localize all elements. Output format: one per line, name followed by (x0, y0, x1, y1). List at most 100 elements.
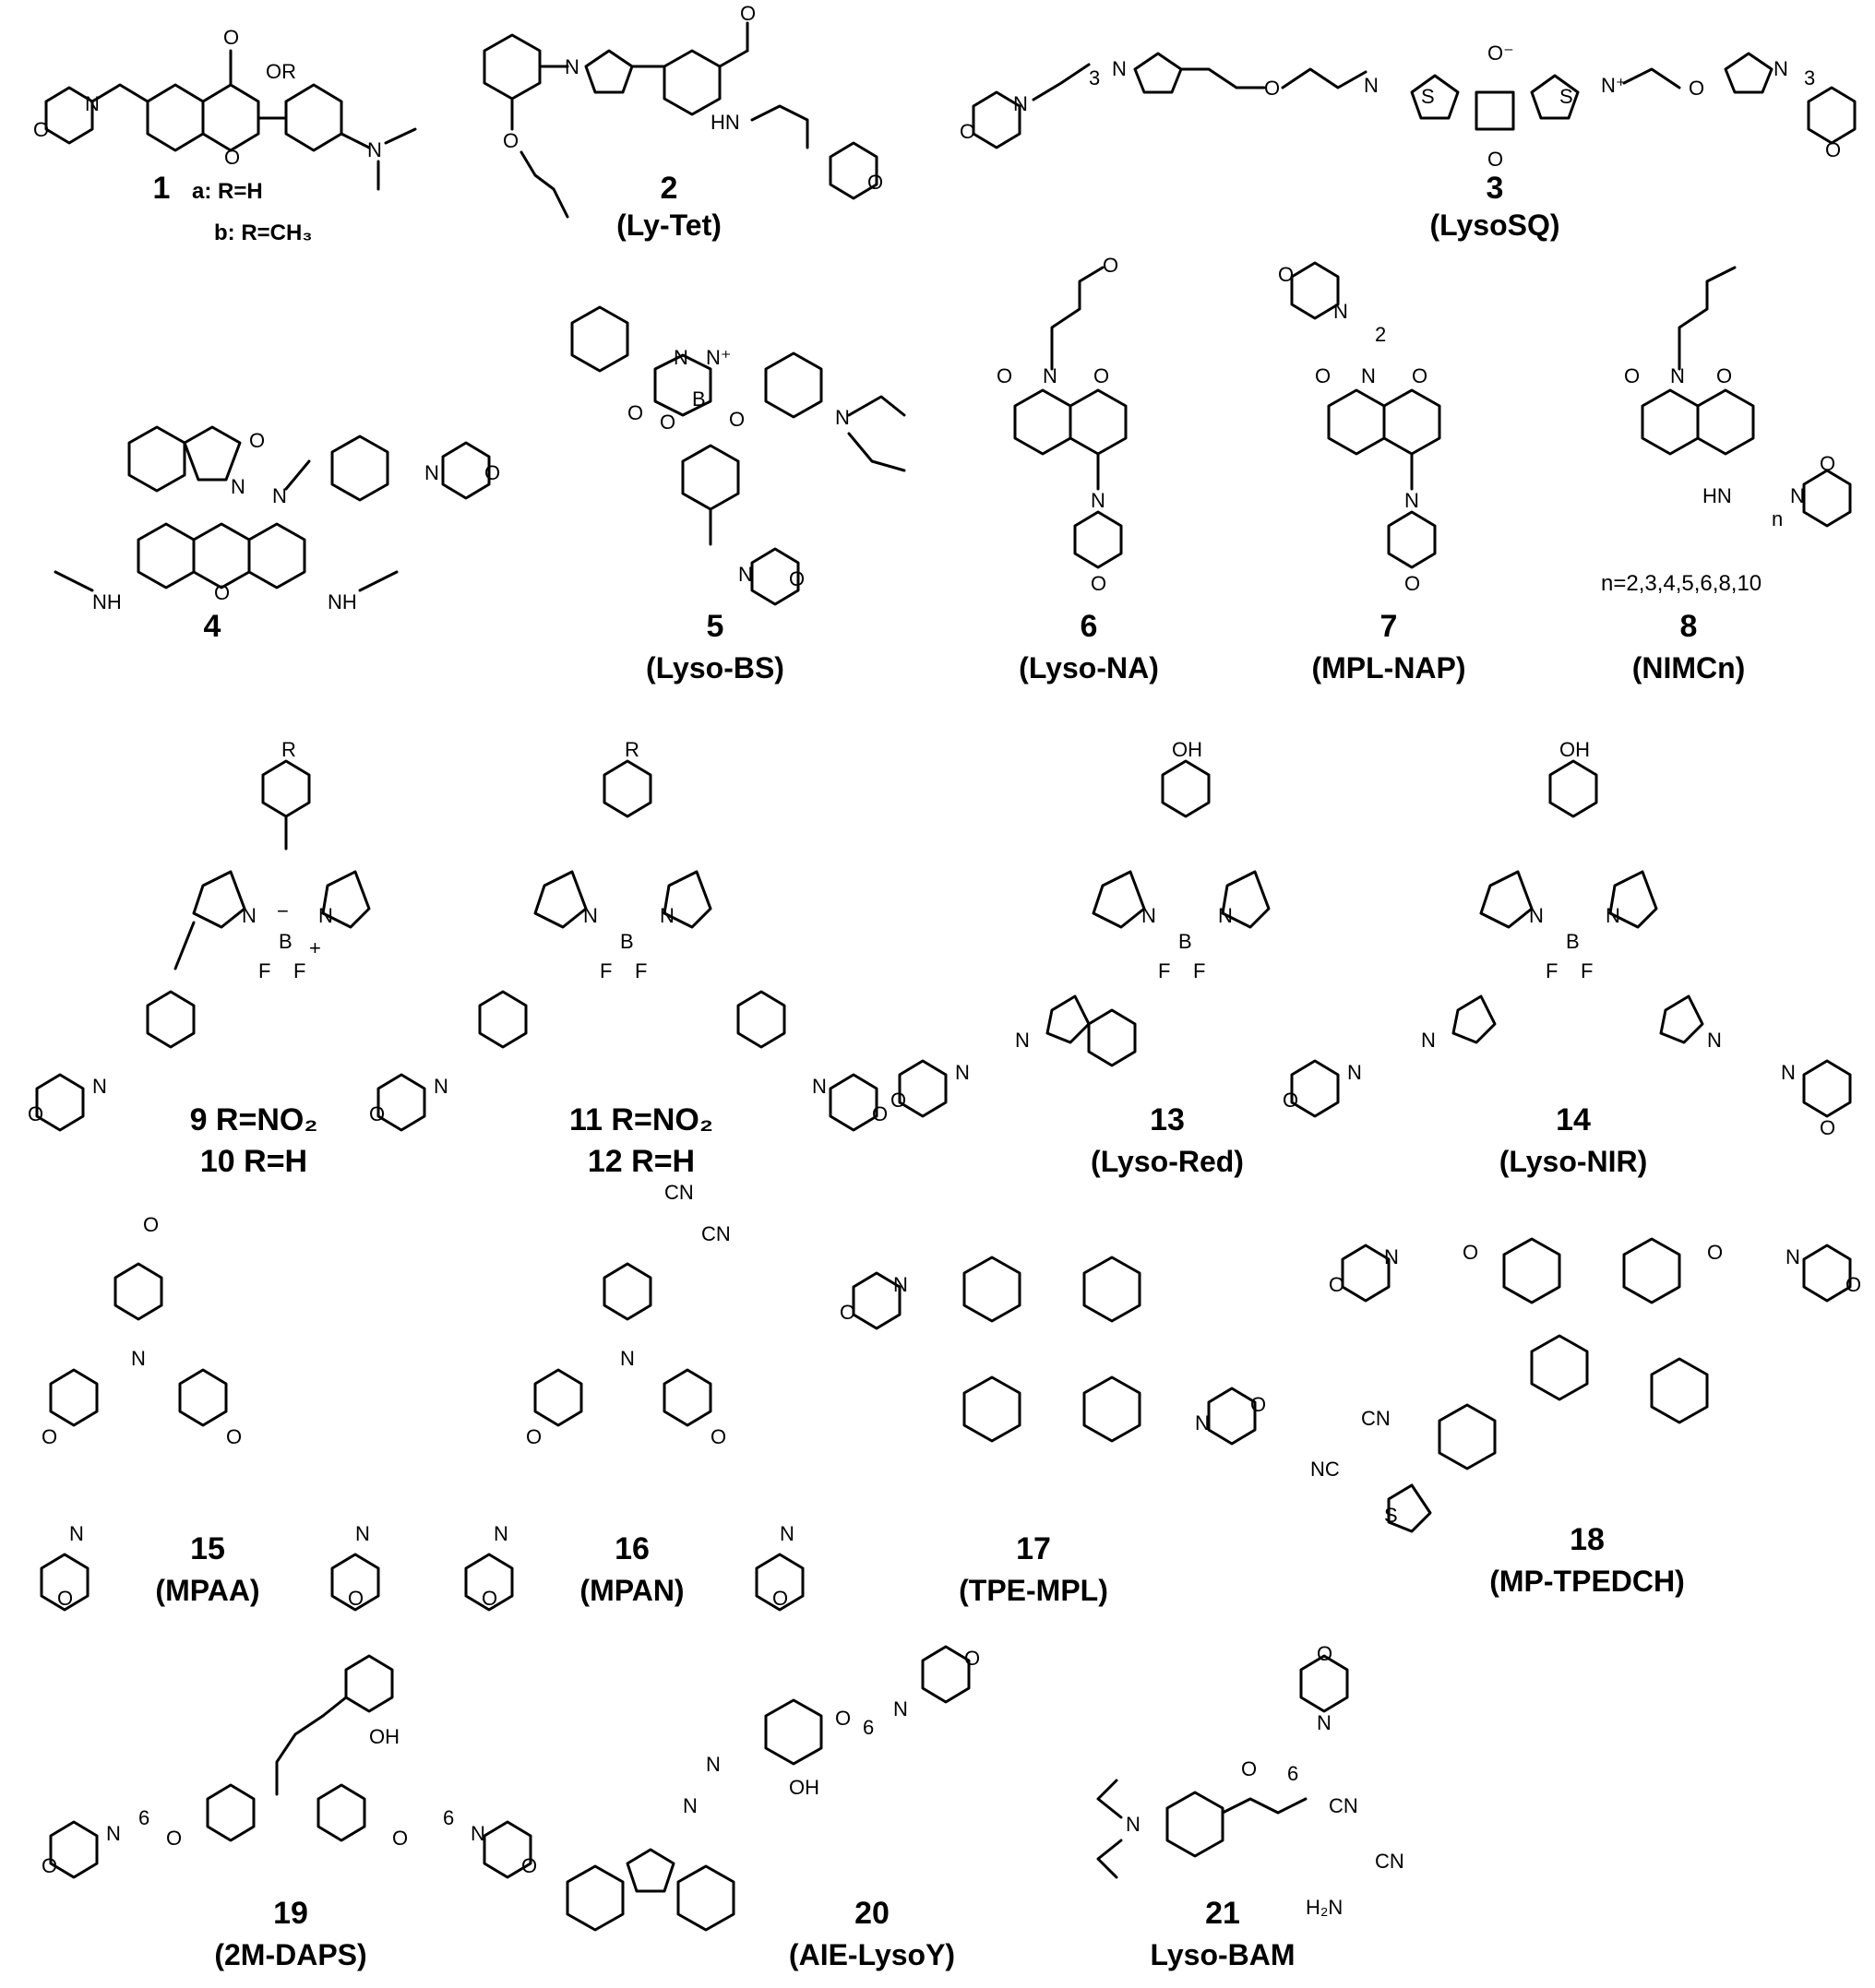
compound-number-1: 1 (153, 171, 171, 206)
structure-7: O N 2 N O O N O 7 (MPL-NAP) (1278, 261, 1466, 684)
atom-o: O (1716, 364, 1732, 387)
atom-n-plus: N⁺ (1601, 74, 1627, 97)
compound-name-3: (LysoSQ) (1429, 208, 1559, 242)
atom-f: F (600, 959, 612, 982)
compound-name-16: (MPAN) (579, 1574, 684, 1607)
structure-21: O N 6 O N CN CN H₂N 21 Lyso-BAM (1096, 1642, 1404, 1971)
atom-o: O (772, 1587, 788, 1610)
atom-s: S (1421, 85, 1435, 108)
structure-15: O N O O N N O O 15 (MPAA) (40, 1213, 380, 1612)
atom-o: O (1241, 1757, 1257, 1780)
atom-o: O (1412, 364, 1427, 387)
atom-o: O (1820, 452, 1835, 475)
atom-n: N (272, 484, 287, 507)
compound-name-20: (AIE-LysoY) (789, 1938, 955, 1971)
atom-o: O (740, 2, 756, 25)
compound-number-19: 19 (273, 1896, 308, 1931)
atom-o: O (503, 129, 519, 152)
atom-charge: + (309, 936, 321, 959)
structure-3: N O 3 N O N S O⁻ O S N⁺ O N 3 O 3 (LysoS… (960, 42, 1857, 242)
compound-number-15: 15 (190, 1531, 225, 1566)
atom-f: F (293, 959, 305, 982)
atom-n: N (1013, 92, 1028, 115)
compound-number-3: 3 (1487, 171, 1504, 206)
atom-n: N (434, 1075, 448, 1098)
atom-o: O (867, 171, 883, 194)
atom-oh: OH (789, 1776, 819, 1799)
atom-n: N (92, 1075, 107, 1098)
atom-b: B (1178, 930, 1192, 953)
atom-oh: OH (1172, 738, 1202, 761)
atom-subscript: 6 (443, 1806, 454, 1829)
atom-cn: CN (664, 1181, 694, 1204)
structure-8: N O O HN n N O n=2,3,4,5,6,8,10 8 (NIMCn… (1601, 266, 1852, 684)
atom-o: O (1103, 254, 1118, 277)
atom-r: R (281, 738, 296, 761)
atom-cn: CN (1329, 1794, 1358, 1817)
atom-o: O (369, 1102, 385, 1125)
atom-n: N (683, 1794, 698, 1817)
atom-oh: OH (369, 1725, 400, 1748)
atom-o: O (482, 1587, 497, 1610)
atom-o: O (890, 1089, 906, 1112)
atom-o: O (960, 120, 975, 143)
compound-1-variant-a: a: R=H (192, 179, 263, 204)
atom-o: O (1283, 1089, 1298, 1112)
atom-n: N (955, 1061, 970, 1084)
atom-n: N (812, 1075, 827, 1098)
compound-name-18: (MP-TPEDCH) (1489, 1565, 1685, 1598)
atom-n: N (1361, 364, 1376, 387)
compound-name-13: (Lyso-Red) (1091, 1145, 1244, 1178)
compound-number-18: 18 (1570, 1522, 1605, 1557)
compound-name-2: (Ly-Tet) (616, 208, 722, 242)
compound-number-11: 11 R=NO₂ (569, 1102, 713, 1137)
atom-n: N (69, 1522, 84, 1545)
structure-11-12: R N N B F F N O N O 11 R=NO₂ 12 R=H (369, 738, 888, 1179)
atom-n: N (1126, 1813, 1141, 1836)
atom-subscript: 6 (1287, 1762, 1298, 1785)
atom-o: O (1329, 1273, 1344, 1296)
atom-o: O (1820, 1116, 1835, 1139)
atom-o: O (223, 26, 239, 49)
atom-o: O (28, 1102, 43, 1125)
atom-hn: HN (711, 111, 740, 134)
atom-n: N (85, 92, 100, 115)
compound-number-7: 7 (1380, 609, 1398, 644)
atom-o: O (1487, 148, 1503, 171)
atom-subscript: 3 (1804, 66, 1815, 89)
atom-o: O (1404, 572, 1420, 595)
atom-n: N (1404, 489, 1419, 512)
atom-o: O (166, 1827, 182, 1850)
atom-o: O (789, 567, 805, 590)
atom-n: N (471, 1822, 485, 1845)
structure-6: O N O O N O 6 (Lyso-NA) (997, 254, 1159, 684)
atom-n: N (1091, 489, 1105, 512)
atom-cn: CN (1361, 1407, 1391, 1430)
compound-number-21: 21 (1205, 1896, 1240, 1931)
atom-n: N (1421, 1029, 1436, 1052)
atom-cn: CN (1375, 1850, 1404, 1873)
atom-o: O (33, 118, 49, 141)
atom-n: N (1384, 1245, 1399, 1268)
atom-nc: NC (1310, 1458, 1340, 1481)
atom-o: O (1250, 1393, 1266, 1416)
atom-or: OR (266, 60, 296, 83)
atom-n: N (231, 475, 245, 498)
atom-o: O (1689, 77, 1704, 100)
compound-number-14: 14 (1556, 1102, 1591, 1137)
atom-n: N (1195, 1411, 1210, 1434)
atom-n: N (893, 1273, 908, 1296)
atom-o: O (660, 411, 675, 434)
atom-n: N (835, 406, 850, 429)
atom-n: N (1670, 364, 1685, 387)
atom-n: N (1043, 364, 1057, 387)
atom-n: N (893, 1697, 908, 1720)
atom-n: N (494, 1522, 508, 1545)
atom-n: N (1333, 300, 1348, 323)
atom-o-minus: O⁻ (1487, 42, 1514, 65)
compound-name-6: (Lyso-NA) (1019, 651, 1159, 684)
atom-f: F (1581, 959, 1593, 982)
atom-o: O (1845, 1273, 1861, 1296)
